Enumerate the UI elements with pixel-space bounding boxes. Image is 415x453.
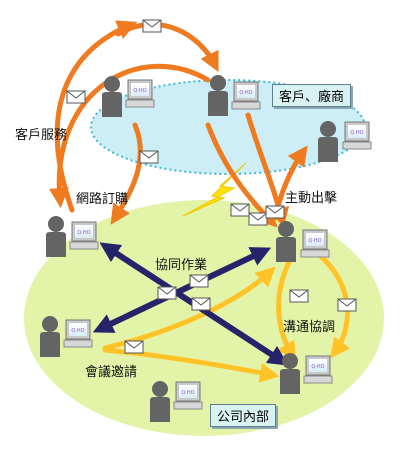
person-icon: [276, 221, 296, 262]
label-customer-service: 客戶服務: [15, 128, 68, 143]
envelope-icon: [191, 297, 211, 311]
person-icon: [280, 353, 300, 394]
label-collaboration: 協同作業: [155, 258, 208, 273]
svg-text:Q·HO: Q·HO: [350, 130, 363, 136]
envelope-icon: [265, 205, 285, 219]
computer-icon: Q·HO: [342, 121, 372, 150]
computer-icon: Q·HO: [231, 81, 261, 110]
envelope-icon: [66, 90, 86, 104]
arrow-collab-2: [92, 247, 272, 333]
svg-text:Q·HO: Q·HO: [77, 230, 90, 236]
lightning-icon: [182, 162, 247, 217]
svg-text:Q·HO: Q·HO: [71, 328, 84, 334]
arrow-top-curve: [115, 22, 219, 73]
region-label-external: 客戶、廠商: [272, 84, 352, 107]
svg-text:Q·HO: Q·HO: [181, 390, 194, 396]
person-icon: [102, 76, 122, 117]
svg-text:Q·HO: Q·HO: [239, 90, 252, 96]
arrow-online-order: [110, 122, 143, 225]
arrow-customer-service: [54, 20, 138, 213]
person-icon: [318, 121, 338, 162]
person-icon: [150, 381, 170, 422]
svg-text:Q·HO: Q·HO: [311, 364, 324, 370]
envelope-icon: [157, 286, 177, 300]
envelope-icon: [139, 150, 159, 164]
computer-icon: Q·HO: [125, 79, 155, 108]
svg-text:Q·HO: Q·HO: [308, 238, 321, 244]
envelope-icon: [289, 289, 309, 303]
envelope-icon: [124, 340, 144, 354]
label-meeting-invite: 會議邀請: [85, 365, 138, 380]
computer-icon: Q·HO: [300, 229, 330, 258]
label-proactive: 主動出擊: [285, 191, 338, 206]
computer-icon: Q·HO: [173, 381, 203, 410]
label-coordination: 溝通協調: [283, 320, 336, 335]
person-icon: [40, 316, 60, 357]
label-online-ordering: 網路訂購: [76, 192, 129, 207]
person-icon: [46, 216, 66, 257]
region-label-internal: 公司內部: [210, 404, 277, 427]
envelope-icon: [337, 298, 357, 312]
computer-icon: Q·HO: [69, 221, 99, 250]
person-icon: [208, 75, 228, 116]
svg-text:Q·HO: Q·HO: [133, 88, 146, 94]
envelope-icon: [142, 19, 162, 33]
computer-icon: Q·HO: [63, 319, 93, 348]
computer-icon: Q·HO: [303, 355, 333, 384]
envelope-icon: [189, 274, 209, 288]
envelope-icon: [248, 212, 268, 226]
envelope-icon: [230, 203, 250, 217]
